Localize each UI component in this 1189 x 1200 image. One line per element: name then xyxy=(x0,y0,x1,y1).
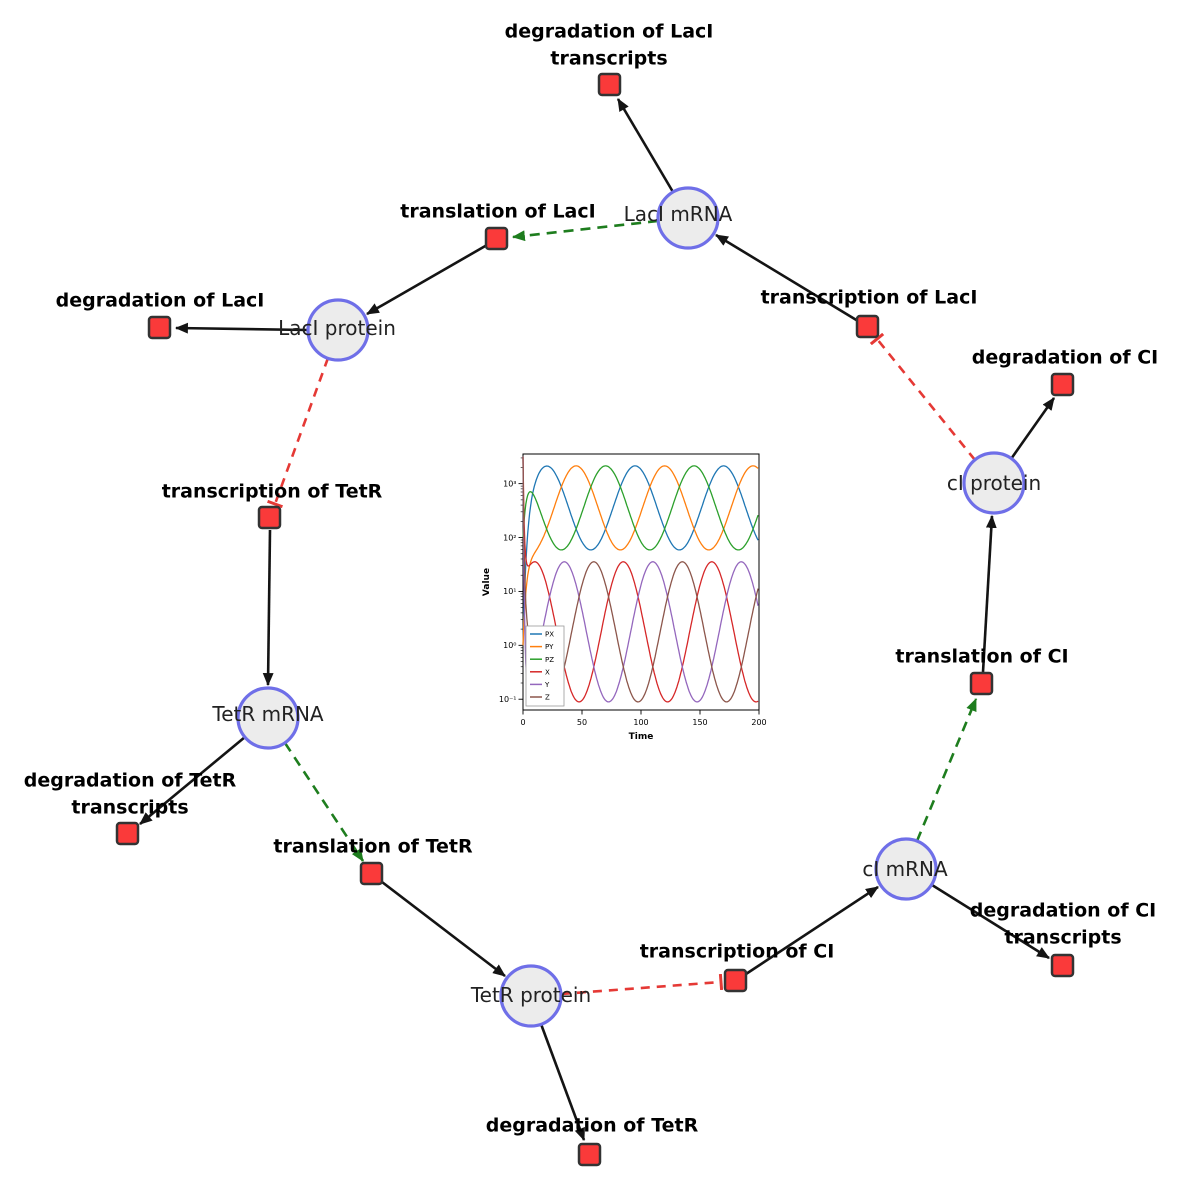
svg-text:0: 0 xyxy=(520,718,525,727)
edge-tetr-mrna-to-translation-tetr xyxy=(283,742,365,862)
edge-translation-tetr-to-tetr-protein xyxy=(381,880,506,978)
node-ci-protein[interactable] xyxy=(962,451,1026,515)
edge-translation-ci-to-ci-protein xyxy=(981,514,997,673)
node-transcription-laci[interactable] xyxy=(855,314,880,339)
node-translation-tetr[interactable] xyxy=(359,861,384,886)
svg-text:X: X xyxy=(545,668,550,676)
node-translation-laci[interactable] xyxy=(484,226,509,251)
edge-laci-protein-to-deg-laci xyxy=(174,322,309,334)
node-deg-tetr[interactable] xyxy=(577,1142,602,1167)
edge-tetr-protein-to-deg-tetr xyxy=(539,1023,586,1142)
svg-text:Time: Time xyxy=(629,732,654,742)
svg-text:PZ: PZ xyxy=(545,656,554,664)
svg-text:PY: PY xyxy=(545,643,554,651)
edge-translation-laci-to-laci-protein xyxy=(366,243,488,316)
node-deg-tetr-transcripts[interactable] xyxy=(115,821,140,846)
svg-text:10¹: 10¹ xyxy=(503,587,516,596)
edge-tetr-mrna-to-deg-tetr-transcripts xyxy=(139,735,246,826)
svg-text:100: 100 xyxy=(633,718,648,727)
edge-ci-mrna-to-deg-ci-transcripts xyxy=(931,883,1050,960)
node-deg-ci-transcripts[interactable] xyxy=(1050,953,1075,978)
edge-laci-mrna-to-translation-laci xyxy=(511,219,659,242)
svg-text:10²: 10² xyxy=(503,533,516,542)
node-laci-protein[interactable] xyxy=(306,298,370,362)
node-laci-mrna[interactable] xyxy=(656,186,720,250)
node-tetr-protein[interactable] xyxy=(499,964,563,1028)
svg-text:10⁻¹: 10⁻¹ xyxy=(499,695,517,704)
node-deg-laci[interactable] xyxy=(147,315,172,340)
svg-text:Y: Y xyxy=(544,681,550,689)
edge-laci-mrna-to-deg-laci-transcripts xyxy=(616,98,675,193)
edge-transcription-ci-to-ci-mrna xyxy=(745,885,879,976)
edge-ci-mrna-to-translation-ci xyxy=(915,697,978,842)
edge-ci-protein-to-deg-ci xyxy=(1009,397,1056,460)
edge-transcription-laci-to-laci-mrna xyxy=(715,233,859,323)
node-ci-mrna[interactable] xyxy=(874,837,938,901)
svg-text:50: 50 xyxy=(577,718,587,727)
edge-ci-protein-inhibits-transcription-laci xyxy=(869,332,977,461)
svg-text:PX: PX xyxy=(545,631,554,639)
node-transcription-ci[interactable] xyxy=(723,968,748,993)
edge-tetr-protein-inhibits-transcription-ci xyxy=(560,973,724,996)
edge-transcription-tetr-to-tetr-mrna xyxy=(262,529,274,687)
svg-text:10⁰: 10⁰ xyxy=(503,641,516,650)
svg-text:200: 200 xyxy=(751,718,766,727)
node-transcription-tetr[interactable] xyxy=(257,505,282,530)
svg-text:150: 150 xyxy=(692,718,707,727)
node-deg-laci-transcripts[interactable] xyxy=(597,72,622,97)
node-tetr-mrna[interactable] xyxy=(236,686,300,750)
svg-text:Z: Z xyxy=(545,694,550,702)
edge-laci-protein-inhibits-transcription-tetr xyxy=(266,357,330,509)
node-deg-ci[interactable] xyxy=(1050,372,1075,397)
node-translation-ci[interactable] xyxy=(969,671,994,696)
svg-text:Value: Value xyxy=(482,568,492,596)
svg-text:10³: 10³ xyxy=(503,479,516,488)
